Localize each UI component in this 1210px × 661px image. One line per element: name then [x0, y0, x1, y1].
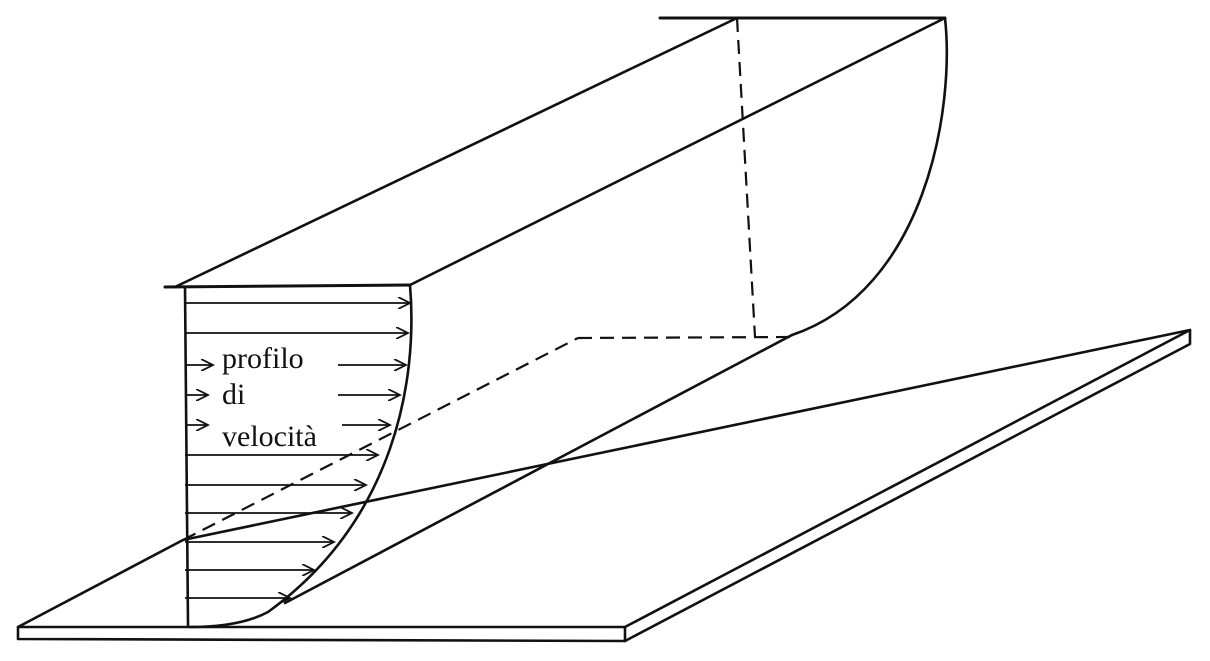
front-top-edge [163, 283, 412, 289]
back-velocity-profile-curve [790, 16, 949, 337]
velocity-arrows [185, 303, 410, 598]
hidden-diagonal-edge [182, 337, 579, 541]
bottom-diagonal-edge [283, 333, 794, 605]
hidden-vertical-edge [735, 17, 757, 338]
velocity-prism [163, 16, 949, 629]
label-line-velocita: velocità [222, 420, 317, 453]
plate-top-surface [16, 328, 1192, 629]
wall-axis-line [183, 285, 190, 627]
hidden-back-edge [577, 335, 793, 340]
velocity-profile-label: profilo di velocità [222, 342, 317, 453]
label-line-profilo: profilo [222, 342, 304, 375]
front-velocity-profile-curve [188, 283, 413, 629]
flat-plate [16, 328, 1192, 643]
label-line-di: di [222, 378, 245, 411]
hidden-edges [182, 17, 793, 541]
top-right-ridge [408, 16, 947, 287]
top-left-ridge [173, 16, 739, 289]
